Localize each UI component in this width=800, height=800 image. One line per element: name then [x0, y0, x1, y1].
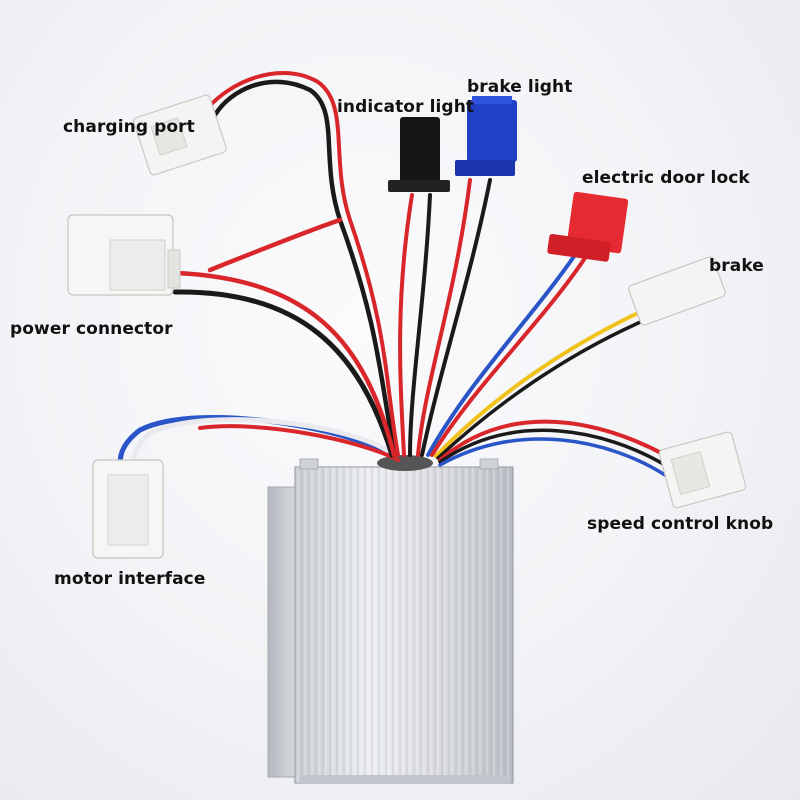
signal-wires — [398, 178, 647, 460]
speed-wires — [438, 419, 667, 477]
power-connector-plug — [67, 214, 181, 296]
label-indicator-light: indicator light — [337, 97, 475, 117]
charging-port-connector — [133, 94, 227, 176]
label-power-connector: power connector — [10, 319, 173, 339]
label-brake-light: brake light — [467, 77, 573, 97]
label-electric-door-lock: electric door lock — [582, 168, 750, 188]
label-charging-port: charging port — [63, 117, 195, 137]
label-speed-control-knob: speed control knob — [587, 514, 774, 534]
speed-control-knob-connector — [658, 431, 747, 509]
controller-box — [267, 455, 514, 784]
brake-light-connector — [455, 96, 517, 176]
motor-interface-connector — [92, 459, 164, 559]
electric-door-lock-connector — [547, 191, 629, 262]
indicator-light-connector — [388, 117, 450, 192]
motor-wires — [117, 415, 400, 473]
label-brake: brake — [709, 256, 764, 276]
power-wires — [172, 71, 400, 458]
label-motor-interface: motor interface — [54, 569, 206, 589]
brake-connector — [628, 256, 726, 326]
